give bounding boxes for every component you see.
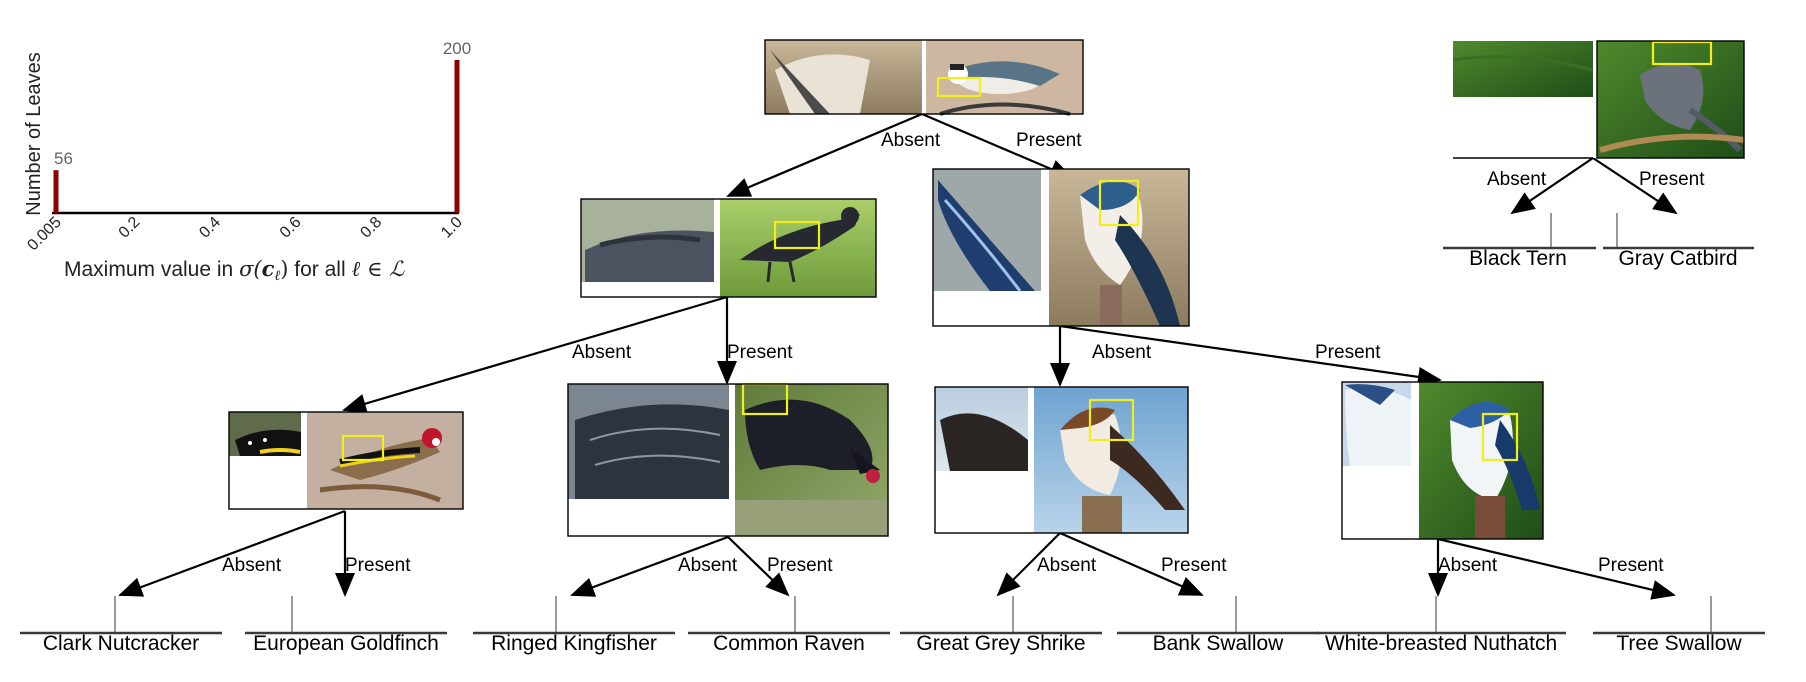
edge-crow-absent <box>342 295 728 414</box>
leaf-label: Tree Swallow <box>1616 632 1742 655</box>
edge-goldfinch-absent <box>118 509 346 597</box>
edge-label-absent: Absent <box>1438 555 1498 576</box>
edge-label-present: Present <box>1598 555 1664 576</box>
node-root-nuthatch <box>764 39 1084 116</box>
legend-example-node <box>1452 40 1745 159</box>
edge-label-absent: Absent <box>572 342 632 363</box>
leaf-node: Tree Swallow <box>1593 596 1765 655</box>
histogram-bar <box>53 170 59 213</box>
bird-photo-patch-detail <box>775 54 870 114</box>
histogram-x-tick-label: 0.6 <box>277 214 305 242</box>
prototype-highlight-box <box>773 220 821 250</box>
histogram-bar <box>454 60 460 213</box>
edge-label-present: Present <box>767 555 833 576</box>
leaf-label: Ringed Kingfisher <box>491 632 657 655</box>
leaf-label: Bank Swallow <box>1153 632 1285 655</box>
edge-root-present <box>921 112 1074 180</box>
prototype-highlight-box <box>341 434 385 462</box>
edge-raven-present <box>727 536 790 597</box>
edge-raven-absent <box>570 535 729 597</box>
leaf-label: Black Tern <box>1469 247 1567 270</box>
leaf-label: Gray Catbird <box>1618 247 1737 270</box>
prototype-highlight-box <box>1098 179 1140 227</box>
node-raven <box>567 382 889 537</box>
bird-photo-patch <box>1453 41 1593 97</box>
edge-label-present: Present <box>1639 169 1705 190</box>
leaf-node: Black Tern <box>1443 213 1596 270</box>
histogram-chart: 56 200 0.005 0.2 0.4 0.6 0.8 1.0 Number of Lea… <box>23 39 471 284</box>
edge-label-absent: Absent <box>678 555 738 576</box>
edge-example-present <box>1592 157 1678 215</box>
histogram-x-tick-label: 1.0 <box>438 214 466 242</box>
node-swallow <box>932 168 1190 327</box>
node-crow <box>580 198 877 298</box>
histogram-bar-value-label: 56 <box>54 149 73 168</box>
node-goldfinch <box>228 411 464 510</box>
edge-label-present: Present <box>1016 130 1082 151</box>
edge-label-absent: Absent <box>881 130 941 151</box>
edge-label-present: Present <box>1315 342 1381 363</box>
histogram-x-tick-label: 0.2 <box>116 214 144 242</box>
prototype-highlight-box <box>936 76 982 98</box>
prototype-highlight-box <box>1481 412 1519 462</box>
node-bank-swallow <box>934 386 1189 534</box>
edge-bank-present <box>1059 531 1204 597</box>
edge-label-present: Present <box>727 342 793 363</box>
edge-example-absent <box>1510 157 1594 215</box>
leaf-label: Great Grey Shrike <box>916 632 1085 655</box>
leaf-nodes: Clark Nutcracker European Goldfinch Ring… <box>20 213 1765 655</box>
node-tree-swallow <box>1341 381 1544 540</box>
tree-edges <box>118 112 1678 600</box>
edge-bank-absent <box>996 532 1061 597</box>
prototype-highlight-box <box>1651 40 1713 66</box>
leaf-label: White-breasted Nuthatch <box>1325 632 1557 655</box>
edge-label-absent: Absent <box>222 555 282 576</box>
histogram-x-tick-label: 0.4 <box>196 214 224 242</box>
leaf-label: Clark Nutcracker <box>43 632 199 655</box>
histogram-y-axis-label: Number of Leaves <box>23 52 45 215</box>
leaf-node: Great Grey Shrike <box>900 596 1102 655</box>
edge-label-absent: Absent <box>1487 169 1547 190</box>
leaf-node: Gray Catbird <box>1603 213 1754 270</box>
leaf-label: Common Raven <box>713 632 865 655</box>
leaf-node: European Goldfinch <box>245 596 447 655</box>
leaf-label: European Goldfinch <box>253 632 439 655</box>
leaf-node: Ringed Kingfisher <box>473 596 675 655</box>
leaf-node: White-breasted Nuthatch <box>1316 596 1566 655</box>
edge-labels: Absent Present Absent Present Absent Pre… <box>222 130 1705 576</box>
histogram-bar-value-label: 200 <box>443 39 471 58</box>
leaf-node: Common Raven <box>688 596 890 655</box>
edge-label-present: Present <box>345 555 411 576</box>
prototype-highlight-box <box>1088 398 1135 442</box>
histogram-x-axis-label: Maximum value in σ(cℓ) for all ℓ ∈ ℒ <box>64 256 405 284</box>
edge-label-absent: Absent <box>1037 555 1097 576</box>
histogram-x-tick-label: 0.005 <box>24 214 64 254</box>
edge-label-present: Present <box>1161 555 1227 576</box>
leaf-node: Clark Nutcracker <box>20 596 222 655</box>
leaf-node: Bank Swallow <box>1117 596 1319 655</box>
edge-label-absent: Absent <box>1092 342 1152 363</box>
edge-swallow-present <box>1059 324 1442 387</box>
edge-root-absent <box>726 112 923 198</box>
histogram-x-tick-label: 0.8 <box>357 214 385 242</box>
edge-treeswallow-present <box>1437 537 1676 600</box>
